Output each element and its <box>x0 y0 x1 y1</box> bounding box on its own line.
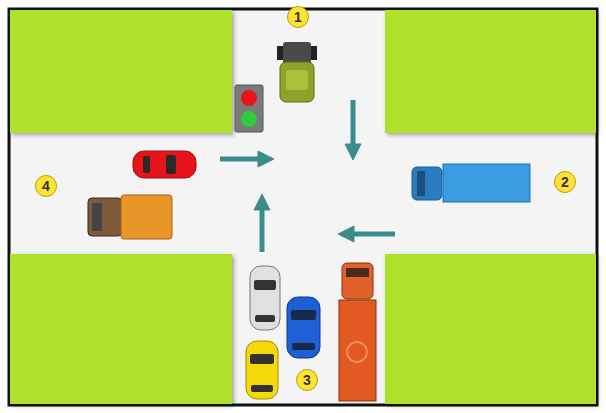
yellow-car <box>246 341 278 399</box>
callout-number: 1 <box>294 10 302 24</box>
callout-circle: 1 <box>287 6 309 28</box>
car-windshield <box>250 354 274 364</box>
arrow-head <box>338 226 354 242</box>
arrow-head <box>258 151 274 167</box>
car-rear-window <box>143 156 150 173</box>
car-windshield <box>254 280 276 290</box>
callout-number: 3 <box>303 373 311 387</box>
truck-cab <box>88 198 122 236</box>
car-body <box>250 266 280 330</box>
truck-trailer <box>443 164 530 202</box>
red-signal <box>241 90 257 106</box>
blue-truck <box>412 164 530 202</box>
blue-car <box>287 297 320 358</box>
callout-circle: 4 <box>35 175 57 197</box>
callout-number: 4 <box>42 179 50 193</box>
tractor-body <box>280 62 314 102</box>
car-rear-window <box>251 385 273 392</box>
traffic-light <box>235 85 263 132</box>
arrow-shaft <box>352 232 395 237</box>
wheel <box>277 46 283 60</box>
green-signal <box>241 111 257 127</box>
truck-bed <box>121 195 172 239</box>
callout-circle: 3 <box>296 369 318 391</box>
trailer-logo <box>347 342 367 362</box>
orange-truck <box>88 195 172 239</box>
arrow-shaft <box>351 100 356 146</box>
truck-windshield <box>417 171 425 196</box>
direction-arrows <box>220 100 395 252</box>
truck-cab <box>412 167 442 200</box>
car-rear-window <box>255 315 275 322</box>
arrow-shaft <box>220 157 260 162</box>
grass-block <box>10 10 232 133</box>
arrow-head <box>254 194 270 210</box>
car-body <box>287 297 320 358</box>
car-body <box>133 151 196 178</box>
road-area <box>9 9 597 405</box>
callout-number: 2 <box>561 175 569 189</box>
grass-block <box>385 10 596 133</box>
car-rear-window <box>292 343 315 350</box>
callout-circle: 2 <box>554 171 576 193</box>
tractor-cab <box>286 70 308 90</box>
car-windshield <box>166 155 176 174</box>
arrow-shaft <box>260 208 265 252</box>
arrow-head <box>345 144 361 160</box>
car-windshield <box>291 310 316 320</box>
red-car <box>133 151 196 178</box>
grass-block <box>10 254 232 404</box>
car-body <box>246 341 278 399</box>
truck-cab <box>342 263 373 299</box>
gray-car <box>250 266 280 330</box>
traffic-light-housing <box>235 85 263 132</box>
truck-trailer <box>339 300 376 401</box>
green-tractor <box>277 42 317 102</box>
wheel <box>311 46 317 60</box>
grass-block <box>385 254 596 404</box>
orange-truck <box>339 263 376 401</box>
truck-grill <box>92 203 102 231</box>
truck-windshield <box>346 268 369 277</box>
